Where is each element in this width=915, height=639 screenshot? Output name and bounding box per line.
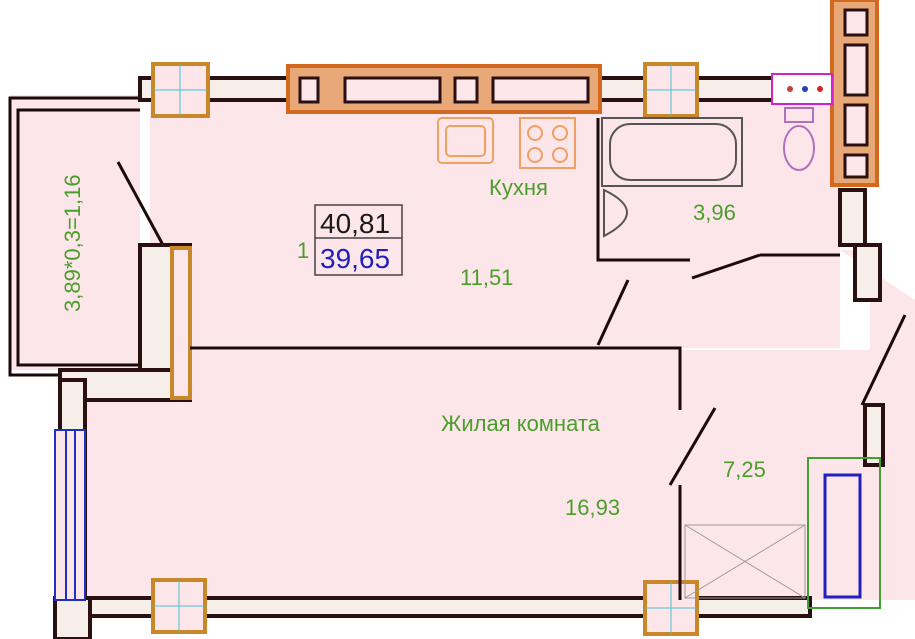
kitchen-sink-icon [437,117,494,164]
window-left [54,429,86,601]
wardrobe-icon [807,457,881,609]
columns [151,62,699,636]
hallway-area: 7,25 [723,457,766,482]
kitchen-label: Кухня [489,175,548,200]
toilet-icon [783,107,815,171]
apartment-badge: 1 40,81 39,65 [297,204,403,276]
bathtub-icon [601,117,743,187]
living-area: 39,65 [320,243,390,274]
bathroom-area: 3,96 [693,200,736,225]
total-area: 40,81 [320,208,390,239]
living-room-label: Жилая комната [441,411,601,436]
boiler-icon [771,73,833,105]
ventilation-duct-top [286,64,602,114]
floor-area [10,95,915,600]
ventilation-duct-right [830,0,879,187]
apartment-number: 1 [297,238,309,263]
balcony-area: 3,89*0,3=1,16 [60,174,85,312]
living-room-area: 16,93 [565,495,620,520]
partitions [190,118,907,600]
washbasin-icon [603,188,628,238]
kitchen-area: 11,51 [460,265,513,290]
stove-icon [519,117,576,169]
balcony [8,96,165,377]
